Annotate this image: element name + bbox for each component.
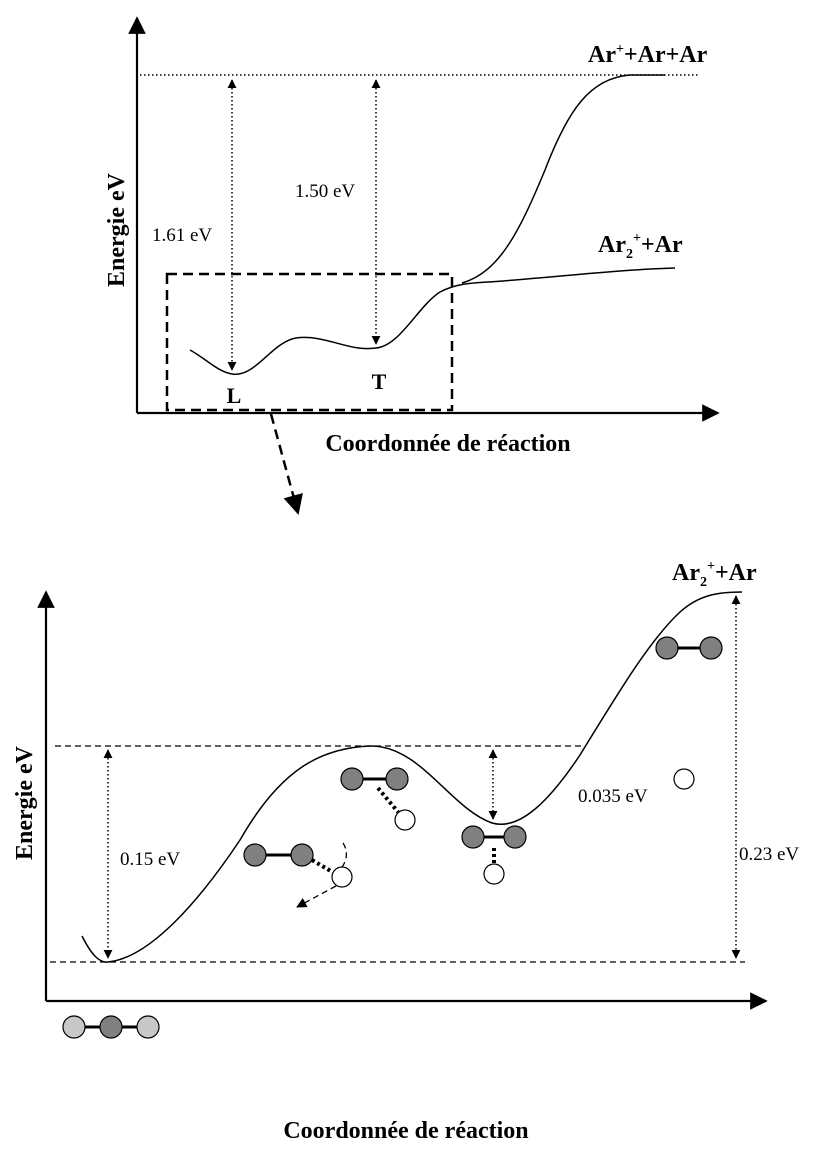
bottom-y-axis-label: Energie eV (12, 745, 38, 860)
molecule-linear-trimer-icon (62, 1015, 160, 1039)
zoom-arrow (269, 413, 303, 515)
molecule-dissociating-trimer-icon (243, 842, 353, 908)
bottom-well-depth-label: 0.035 eV (578, 786, 648, 807)
top-y-axis-label: Energie eV (104, 172, 130, 287)
bottom-potential-curve (81, 591, 743, 963)
top-state-L: L (227, 383, 242, 408)
top-gap-L-label: 1.61 eV (152, 225, 212, 246)
top-asymptote-upper-label: Ar++Ar+Ar (588, 42, 708, 68)
top-asymptote-lower-label: Ar2++Ar (598, 231, 683, 262)
bottom-asymptote-label: Ar2++Ar (672, 559, 757, 590)
top-state-T: T (372, 369, 387, 394)
top-upper-branch-curve (461, 74, 665, 284)
top-potential-curve (189, 267, 676, 375)
molecule-separated-dimer-atom-icon (655, 636, 723, 790)
top-diagram: Energie eV Coordonnée de réaction Ar++Ar… (104, 16, 720, 515)
bottom-dissociation-label: 0.23 eV (739, 844, 799, 865)
zoom-region-box (165, 272, 454, 412)
bottom-barrier-label: 0.15 eV (120, 849, 180, 870)
molecule-T-shaped-trimer-icon (461, 825, 527, 885)
molecule-L-shaped-trimer-icon (340, 767, 416, 831)
bottom-x-axis-label: Coordonnée de réaction (283, 1118, 528, 1144)
top-x-axis-label: Coordonnée de réaction (325, 431, 570, 457)
bottom-diagram: Energie eV Coordonnée de réaction Ar2++A… (12, 559, 799, 1144)
top-gap-T-label: 1.50 eV (295, 181, 355, 202)
